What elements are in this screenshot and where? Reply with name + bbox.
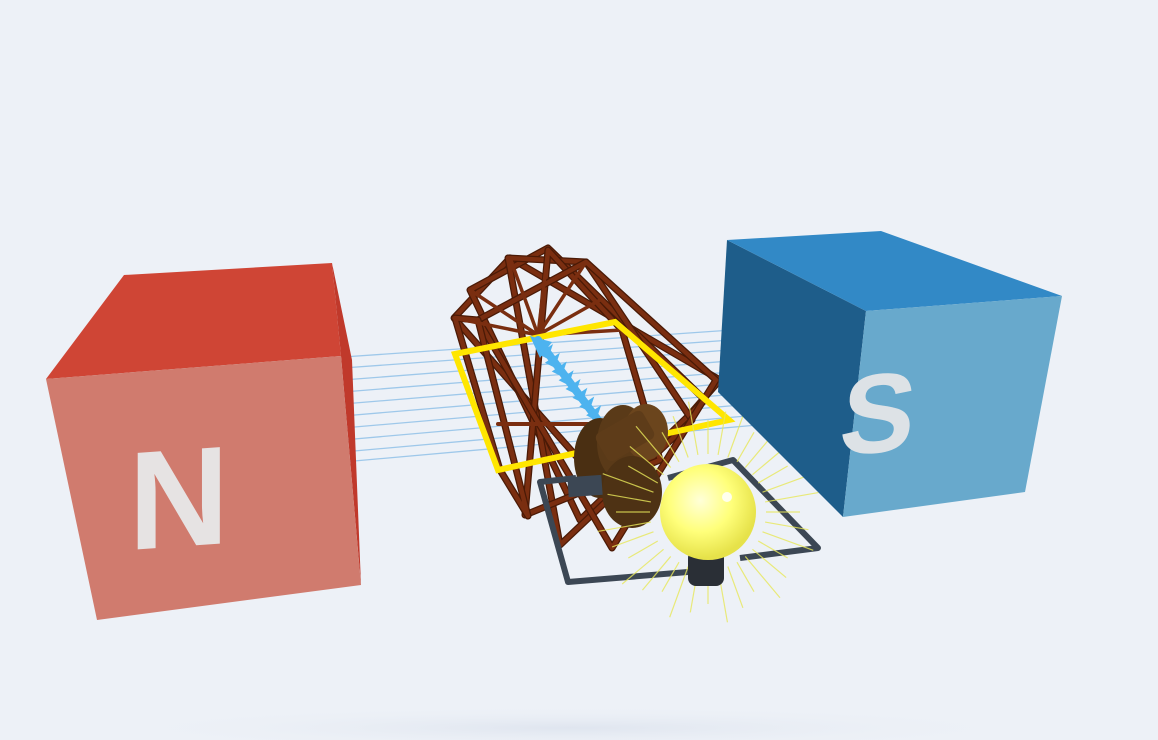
coil-spoke [536,248,550,337]
bulb-ray [765,521,809,531]
normal-vector-chevron [544,352,560,368]
coil-winding [452,315,531,519]
bulb-ray [717,411,727,455]
light-bulb [597,401,819,623]
bulb-ray [602,473,654,493]
bulb-glass [660,464,756,560]
bulb-ray [757,465,788,484]
bulb-ray [641,556,672,591]
bulb-ray [744,556,781,599]
bulb-ray [762,476,805,493]
bulb-ray [736,561,755,592]
bulb-ray [661,432,680,463]
coil-spoke [468,288,540,337]
normal-vector-chevron [565,379,581,394]
coil-spoke [536,298,602,337]
coil-spoke [508,256,540,337]
bulb-ray [635,425,672,468]
normal-vector-chevron [558,370,574,386]
south-magnet-side [718,240,866,517]
active-coil-loop [450,318,736,474]
coil-spoke [452,316,540,337]
north-magnet-top [46,263,341,379]
bulb-ray [672,415,689,458]
north-magnet-label: N [128,416,229,580]
normal-vector-chevron [579,396,595,412]
south-magnet-label: S [835,348,923,479]
bulb-ray [669,566,689,618]
bulb-ray [629,445,664,476]
bulb-ray [621,548,664,585]
bulb-ray [628,465,659,484]
south-magnet-front [843,296,1062,517]
normal-vector-chevron [586,405,602,421]
north-magnet[interactable]: N [46,263,361,620]
normal-vector-head [530,336,552,358]
bulb-ray [687,401,699,455]
bulb-light-rays [597,401,819,623]
north-magnet-front [46,356,361,620]
normal-vector-chevron [572,387,588,403]
bulb-ray [611,531,654,548]
floor-shadow [100,706,1040,740]
south-magnet[interactable]: S [718,231,1062,517]
bulb-ray [752,548,787,579]
bulb-ray [628,540,659,559]
coil-spoke [536,260,588,337]
bulb-ray [765,491,819,503]
normal-vector-chevron [551,361,567,377]
bulb-ray [661,561,680,592]
bulb-ray [736,432,755,463]
south-magnet-top [727,231,1062,311]
bulb-ray [607,493,651,503]
bulb-ray [757,540,788,559]
bulb-ray [762,531,814,551]
bulb-ray [597,521,651,533]
normal-vector-arrow [530,336,602,424]
bulb-ray [727,566,744,609]
coil-winding [475,259,719,551]
